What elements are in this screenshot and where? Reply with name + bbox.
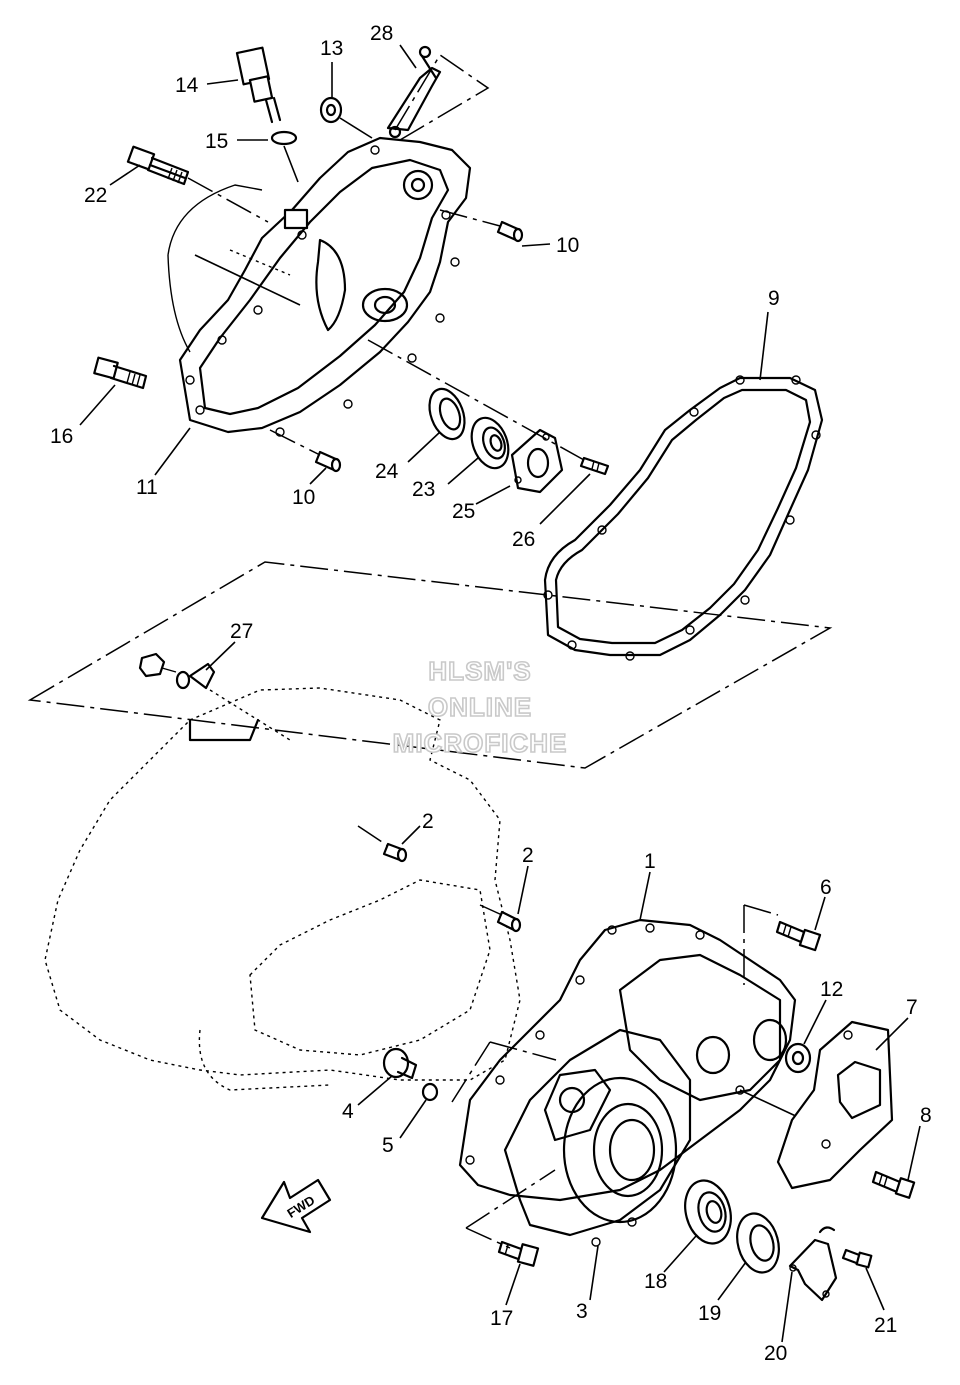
watermark-line-1: HLSM'S — [428, 656, 531, 686]
bolt-8 — [871, 1170, 916, 1199]
seal-24 — [428, 387, 466, 441]
plug-4 — [382, 1047, 418, 1080]
callout-16: 16 — [50, 425, 73, 448]
dowel-2-upper — [382, 842, 408, 863]
crankcase-outline — [44, 687, 521, 1091]
callout-10-lower: 10 — [292, 486, 315, 509]
callout-13: 13 — [320, 37, 343, 60]
assembly-chain-lines — [27, 53, 833, 1249]
callout-5: 5 — [382, 1134, 394, 1157]
callout-22: 22 — [84, 184, 107, 207]
bolt-22 — [126, 145, 190, 186]
dowel-10-upper — [496, 220, 524, 243]
callout-26: 26 — [512, 528, 535, 551]
callout-8: 8 — [920, 1104, 932, 1127]
bolt-16 — [93, 356, 148, 390]
callout-6: 6 — [820, 876, 832, 899]
callout-2-upper: 2 — [422, 810, 434, 833]
callout-15: 15 — [205, 130, 228, 153]
callout-17: 17 — [490, 1307, 513, 1330]
crankcase-cover-3 — [458, 918, 801, 1247]
callout-23: 23 — [412, 478, 435, 501]
callout-28: 28 — [370, 22, 393, 45]
callout-20: 20 — [764, 1342, 787, 1365]
o-ring-15 — [270, 130, 298, 146]
plate-25 — [510, 428, 564, 494]
watermark: HLSM'S ONLINE MICROFICHE — [392, 655, 568, 759]
bolt-6 — [775, 920, 822, 952]
callout-1: 1 — [644, 850, 656, 873]
callout-24: 24 — [375, 460, 399, 483]
callout-7: 7 — [906, 996, 918, 1019]
clamp-27 — [138, 652, 216, 690]
washer-12 — [784, 1042, 812, 1074]
dowel-10-lower — [314, 450, 342, 473]
screw-26 — [579, 456, 610, 476]
callout-27: 27 — [230, 620, 253, 643]
o-ring-5 — [421, 1082, 439, 1102]
bearing-23 — [470, 416, 510, 470]
fwd-arrow-icon: FWD — [260, 1178, 332, 1234]
clutch-cover-11 — [167, 136, 472, 437]
gasket-9 — [543, 375, 824, 661]
bearing-18 — [684, 1179, 732, 1245]
sensor-14 — [235, 46, 282, 124]
bushing-13 — [319, 96, 343, 124]
callout-4: 4 — [342, 1100, 354, 1123]
callout-18: 18 — [644, 1270, 667, 1293]
bracket-28 — [386, 45, 442, 139]
watermark-line-3: MICROFICHE — [393, 728, 568, 758]
callout-12: 12 — [820, 978, 843, 1001]
seal-19 — [736, 1212, 780, 1274]
callout-9: 9 — [768, 287, 780, 310]
plate-20 — [788, 1226, 838, 1302]
callout-leaders — [79, 44, 921, 1343]
callout-labels: 14 13 28 15 22 10 9 16 24 23 11 10 25 26… — [50, 22, 932, 1365]
callout-14: 14 — [175, 74, 199, 97]
callout-2-lower: 2 — [522, 844, 534, 867]
callout-25: 25 — [452, 500, 475, 523]
bolt-17 — [497, 1240, 540, 1267]
callout-21: 21 — [874, 1314, 897, 1337]
screw-21 — [841, 1248, 873, 1269]
dowel-2-lower — [496, 910, 522, 933]
callout-10-upper: 10 — [556, 234, 579, 257]
guard-7 — [776, 1020, 894, 1190]
callout-11: 11 — [136, 476, 158, 499]
callout-3: 3 — [576, 1300, 588, 1323]
watermark-line-2: ONLINE — [428, 692, 532, 722]
upper-fasteners — [93, 45, 524, 473]
callout-19: 19 — [698, 1302, 721, 1325]
